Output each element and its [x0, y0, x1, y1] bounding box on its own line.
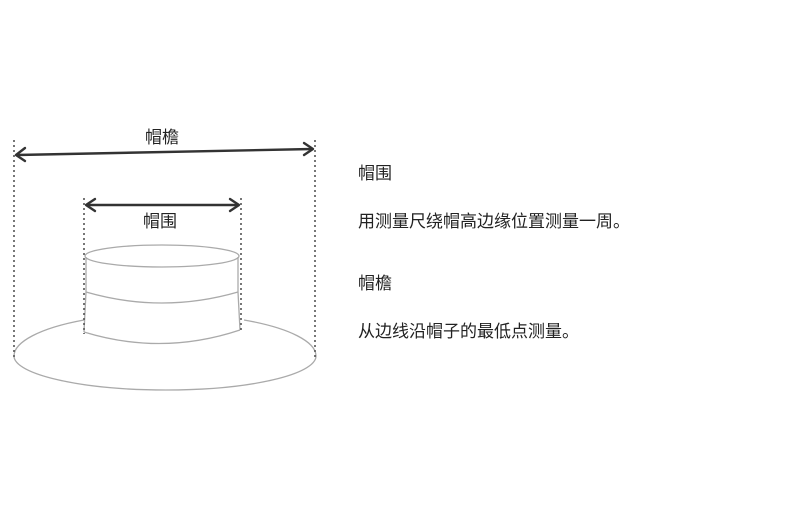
section-description: 用测量尺绕帽高边缘位置测量一周。: [358, 212, 630, 232]
hat-crown-bottom: [83, 329, 241, 345]
section-brim: 帽檐 从边线沿帽子的最低点测量。: [358, 270, 778, 346]
hat-band-line: [85, 291, 239, 304]
circumference-arrow: [84, 197, 241, 213]
section-title: 帽围: [358, 164, 392, 184]
section-title: 帽檐: [358, 274, 392, 294]
arrow-left-icon: [14, 146, 27, 163]
hat-crown: [83, 244, 241, 345]
brim-label: 帽檐: [145, 128, 179, 148]
arrow-left-icon: [84, 197, 97, 213]
hat-crown-top: [84, 244, 240, 268]
measurement-instructions: 帽围 用测量尺绕帽高边缘位置测量一周。 帽檐 从边线沿帽子的最低点测量。: [358, 160, 778, 346]
hat-measurement-diagram: 帽檐 帽围: [13, 128, 317, 391]
section-circumference: 帽围 用测量尺绕帽高边缘位置测量一周。: [358, 160, 778, 236]
section-description: 从边线沿帽子的最低点测量。: [358, 322, 579, 342]
circumference-label: 帽围: [143, 212, 177, 232]
arrow-right-icon: [302, 141, 315, 157]
hat-brim-outline: [13, 319, 317, 391]
brim-arrow: [14, 141, 315, 163]
hat-crown-right-side: [237, 257, 241, 331]
arrow-right-icon: [228, 197, 241, 213]
